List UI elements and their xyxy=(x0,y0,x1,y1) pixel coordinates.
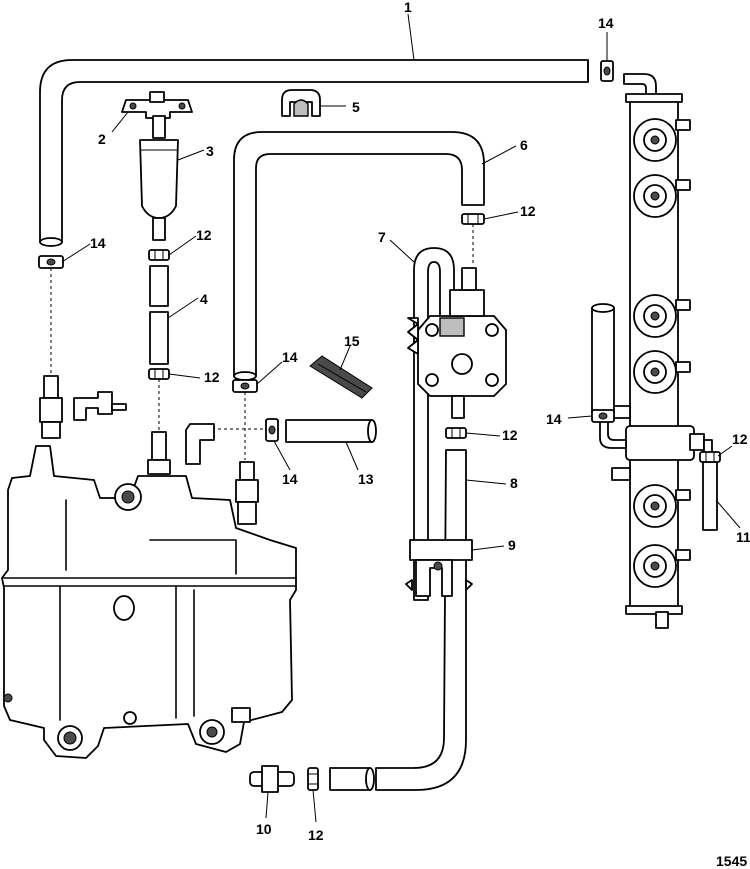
clamp-12-hose6 xyxy=(461,213,485,266)
clamp-14-top xyxy=(600,60,614,82)
callout-5: 5 xyxy=(352,99,360,115)
vapor-separator-tank xyxy=(1,375,297,759)
callout-15: 15 xyxy=(344,333,360,349)
callout-2: 2 xyxy=(98,131,106,147)
spring-15 xyxy=(309,355,373,399)
hose-4 xyxy=(149,265,169,365)
callout-14-hose13: 14 xyxy=(282,471,298,487)
callout-12-bottom: 12 xyxy=(308,827,324,843)
callout-12-lower: 12 xyxy=(204,369,220,385)
callout-14-top: 14 xyxy=(598,15,614,31)
callout-12-filter: 12 xyxy=(196,227,212,243)
leader-lines xyxy=(61,13,741,823)
fuel-rail xyxy=(599,73,713,629)
hose-segment xyxy=(329,767,375,791)
callout-14-hose6: 14 xyxy=(282,349,298,365)
callout-4: 4 xyxy=(200,291,208,307)
callout-8: 8 xyxy=(510,475,518,491)
hose-13 xyxy=(285,419,377,443)
clamp-14-rail xyxy=(591,409,615,423)
figure-code: 1545 xyxy=(716,853,747,869)
bracket-2 xyxy=(121,91,193,119)
clamp-12-bottom xyxy=(307,767,319,791)
callout-13: 13 xyxy=(358,471,374,487)
inline-filter-3 xyxy=(139,115,179,241)
callout-14-left: 14 xyxy=(90,235,106,251)
clip-5 xyxy=(281,89,321,117)
clamp-12-pump xyxy=(445,427,467,439)
clamp-12-rail xyxy=(699,451,721,463)
clamp-14-left xyxy=(38,255,64,380)
callout-labels: 1 2 3 4 5 6 7 8 9 10 11 12 12 12 12 12 1… xyxy=(90,0,750,869)
clamp-14-hose6 xyxy=(232,379,258,460)
callout-3: 3 xyxy=(206,143,214,159)
callout-12-hose6: 12 xyxy=(520,203,536,219)
callout-1: 1 xyxy=(404,0,412,15)
callout-7: 7 xyxy=(378,229,386,245)
fitting-10 xyxy=(249,765,295,793)
rail-hose xyxy=(591,303,615,413)
callout-12-rail: 12 xyxy=(732,431,748,447)
callout-11: 11 xyxy=(736,529,750,545)
clamp-14-hose13 xyxy=(200,418,279,442)
callout-14-rail: 14 xyxy=(546,411,562,427)
callout-6: 6 xyxy=(520,137,528,153)
clamp-12-lower xyxy=(148,368,170,430)
bracket-9 xyxy=(405,539,473,597)
fuel-pump-7 xyxy=(407,247,507,601)
hose-1 xyxy=(39,59,589,247)
callout-10: 10 xyxy=(256,821,272,837)
hose-11 xyxy=(702,461,718,531)
hose-8 xyxy=(375,449,467,791)
callout-9: 9 xyxy=(508,537,516,553)
callout-12-pump: 12 xyxy=(502,427,518,443)
clamp-12-filter xyxy=(148,249,170,261)
